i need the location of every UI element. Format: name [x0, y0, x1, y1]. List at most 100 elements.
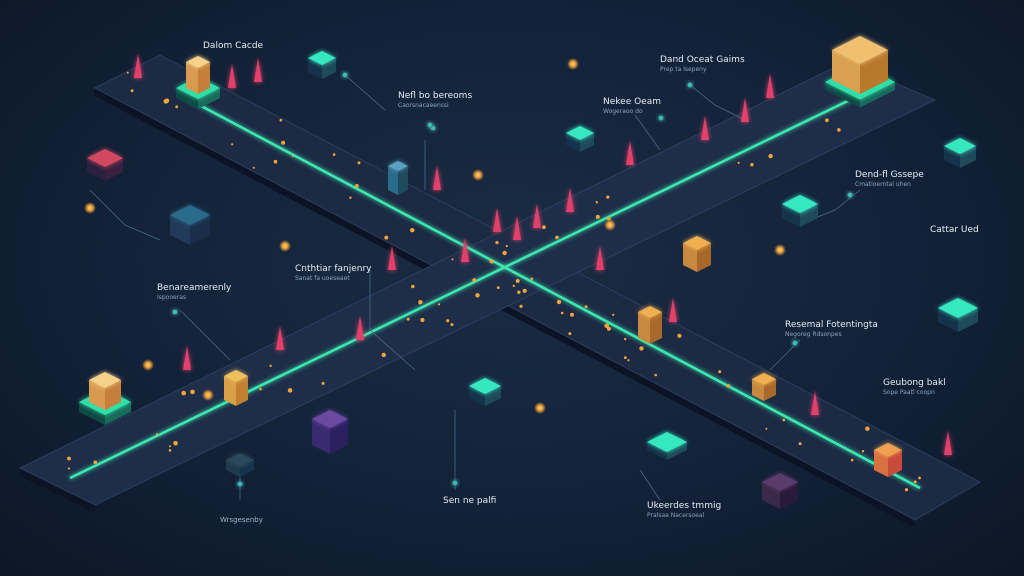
node-box: [647, 432, 687, 460]
glow-dot: [496, 286, 500, 289]
connector-node: [452, 480, 458, 486]
building-tower: [683, 236, 711, 272]
glow-dot: [825, 118, 829, 123]
glow-dot: [555, 235, 559, 240]
cube-face: [176, 88, 198, 109]
glow-dot: [252, 166, 255, 169]
spike: [461, 238, 469, 262]
cube-face: [330, 419, 348, 454]
buildings: [79, 36, 978, 509]
connector-node: [658, 115, 664, 121]
cube-face: [697, 243, 711, 272]
glow-dot: [273, 159, 278, 164]
node-box: [87, 149, 123, 181]
glow-dot: [654, 373, 657, 377]
glow-dot: [349, 196, 352, 199]
glow-dot: [512, 284, 515, 288]
glow-dot: [190, 389, 195, 395]
glow-dot: [519, 304, 523, 308]
glow-dot: [604, 323, 609, 329]
glow-dot: [765, 427, 768, 430]
node-box: [226, 453, 254, 477]
cube-face: [226, 460, 240, 477]
glow-dot: [163, 99, 169, 104]
spike: [944, 431, 952, 455]
glow-dot: [750, 163, 754, 167]
glow-dot: [530, 277, 534, 281]
glow-dot: [522, 288, 527, 293]
glow-dot: [269, 364, 272, 368]
node-box: [308, 51, 336, 79]
glow-dot: [259, 387, 262, 391]
glow-dot: [142, 359, 154, 371]
cube-face: [944, 146, 960, 168]
glow-dot: [231, 143, 234, 146]
glow-dot: [281, 140, 286, 145]
glow-dot: [515, 279, 520, 283]
glow-dot: [570, 312, 574, 317]
cube-face: [566, 133, 580, 152]
glow-dot: [181, 390, 186, 396]
cube-top: [938, 298, 978, 318]
glow-dot: [130, 89, 134, 93]
glow-dot: [291, 155, 294, 158]
glow-dot: [411, 284, 415, 289]
cube-face: [874, 450, 888, 477]
cube-face: [638, 312, 650, 344]
glow-dot: [450, 323, 454, 327]
glow-dot: [495, 241, 499, 245]
glow-dot: [505, 244, 508, 248]
node-box: [170, 205, 210, 245]
connector-node: [172, 309, 178, 315]
glow-dot: [726, 384, 731, 388]
glow-dot: [472, 169, 484, 181]
cube-face: [647, 442, 667, 460]
cube-face: [89, 380, 105, 410]
spike: [183, 346, 191, 370]
cube-top: [186, 56, 210, 68]
cube-face: [860, 82, 895, 108]
cube-face: [960, 146, 976, 168]
spike: [596, 246, 604, 270]
glow-dot: [489, 259, 494, 264]
glow-dot: [418, 300, 423, 305]
connector-node: [687, 82, 693, 88]
glow-dot: [475, 293, 480, 298]
glow-dot: [782, 418, 786, 422]
glow-dot: [865, 426, 870, 431]
cube-face: [105, 158, 123, 181]
glow-dot: [560, 311, 564, 315]
cube-face: [650, 312, 662, 344]
cube-face: [825, 82, 860, 108]
cube-top: [226, 453, 254, 467]
glow-dot: [624, 337, 627, 341]
glow-dot: [623, 356, 627, 359]
cube-face: [938, 308, 958, 332]
glow-dot: [287, 388, 293, 393]
cube-top: [170, 205, 210, 225]
glow-dot: [534, 402, 546, 414]
building-tower: [89, 372, 121, 410]
cube-top: [89, 372, 121, 388]
spike: [356, 316, 364, 340]
glow-dot: [84, 202, 96, 214]
cube-top: [874, 443, 902, 457]
cube-face: [782, 204, 800, 227]
cube-face: [186, 62, 198, 94]
glow-dot: [126, 71, 129, 74]
connector-line: [179, 309, 231, 361]
glow-dot: [517, 290, 521, 294]
building-tower: [224, 370, 248, 406]
road-a-side: [95, 88, 915, 528]
spike: [811, 391, 819, 415]
glow-dot: [606, 326, 611, 331]
cube-top: [683, 236, 711, 250]
spike: [566, 188, 574, 212]
glow-path-a: [189, 98, 921, 490]
